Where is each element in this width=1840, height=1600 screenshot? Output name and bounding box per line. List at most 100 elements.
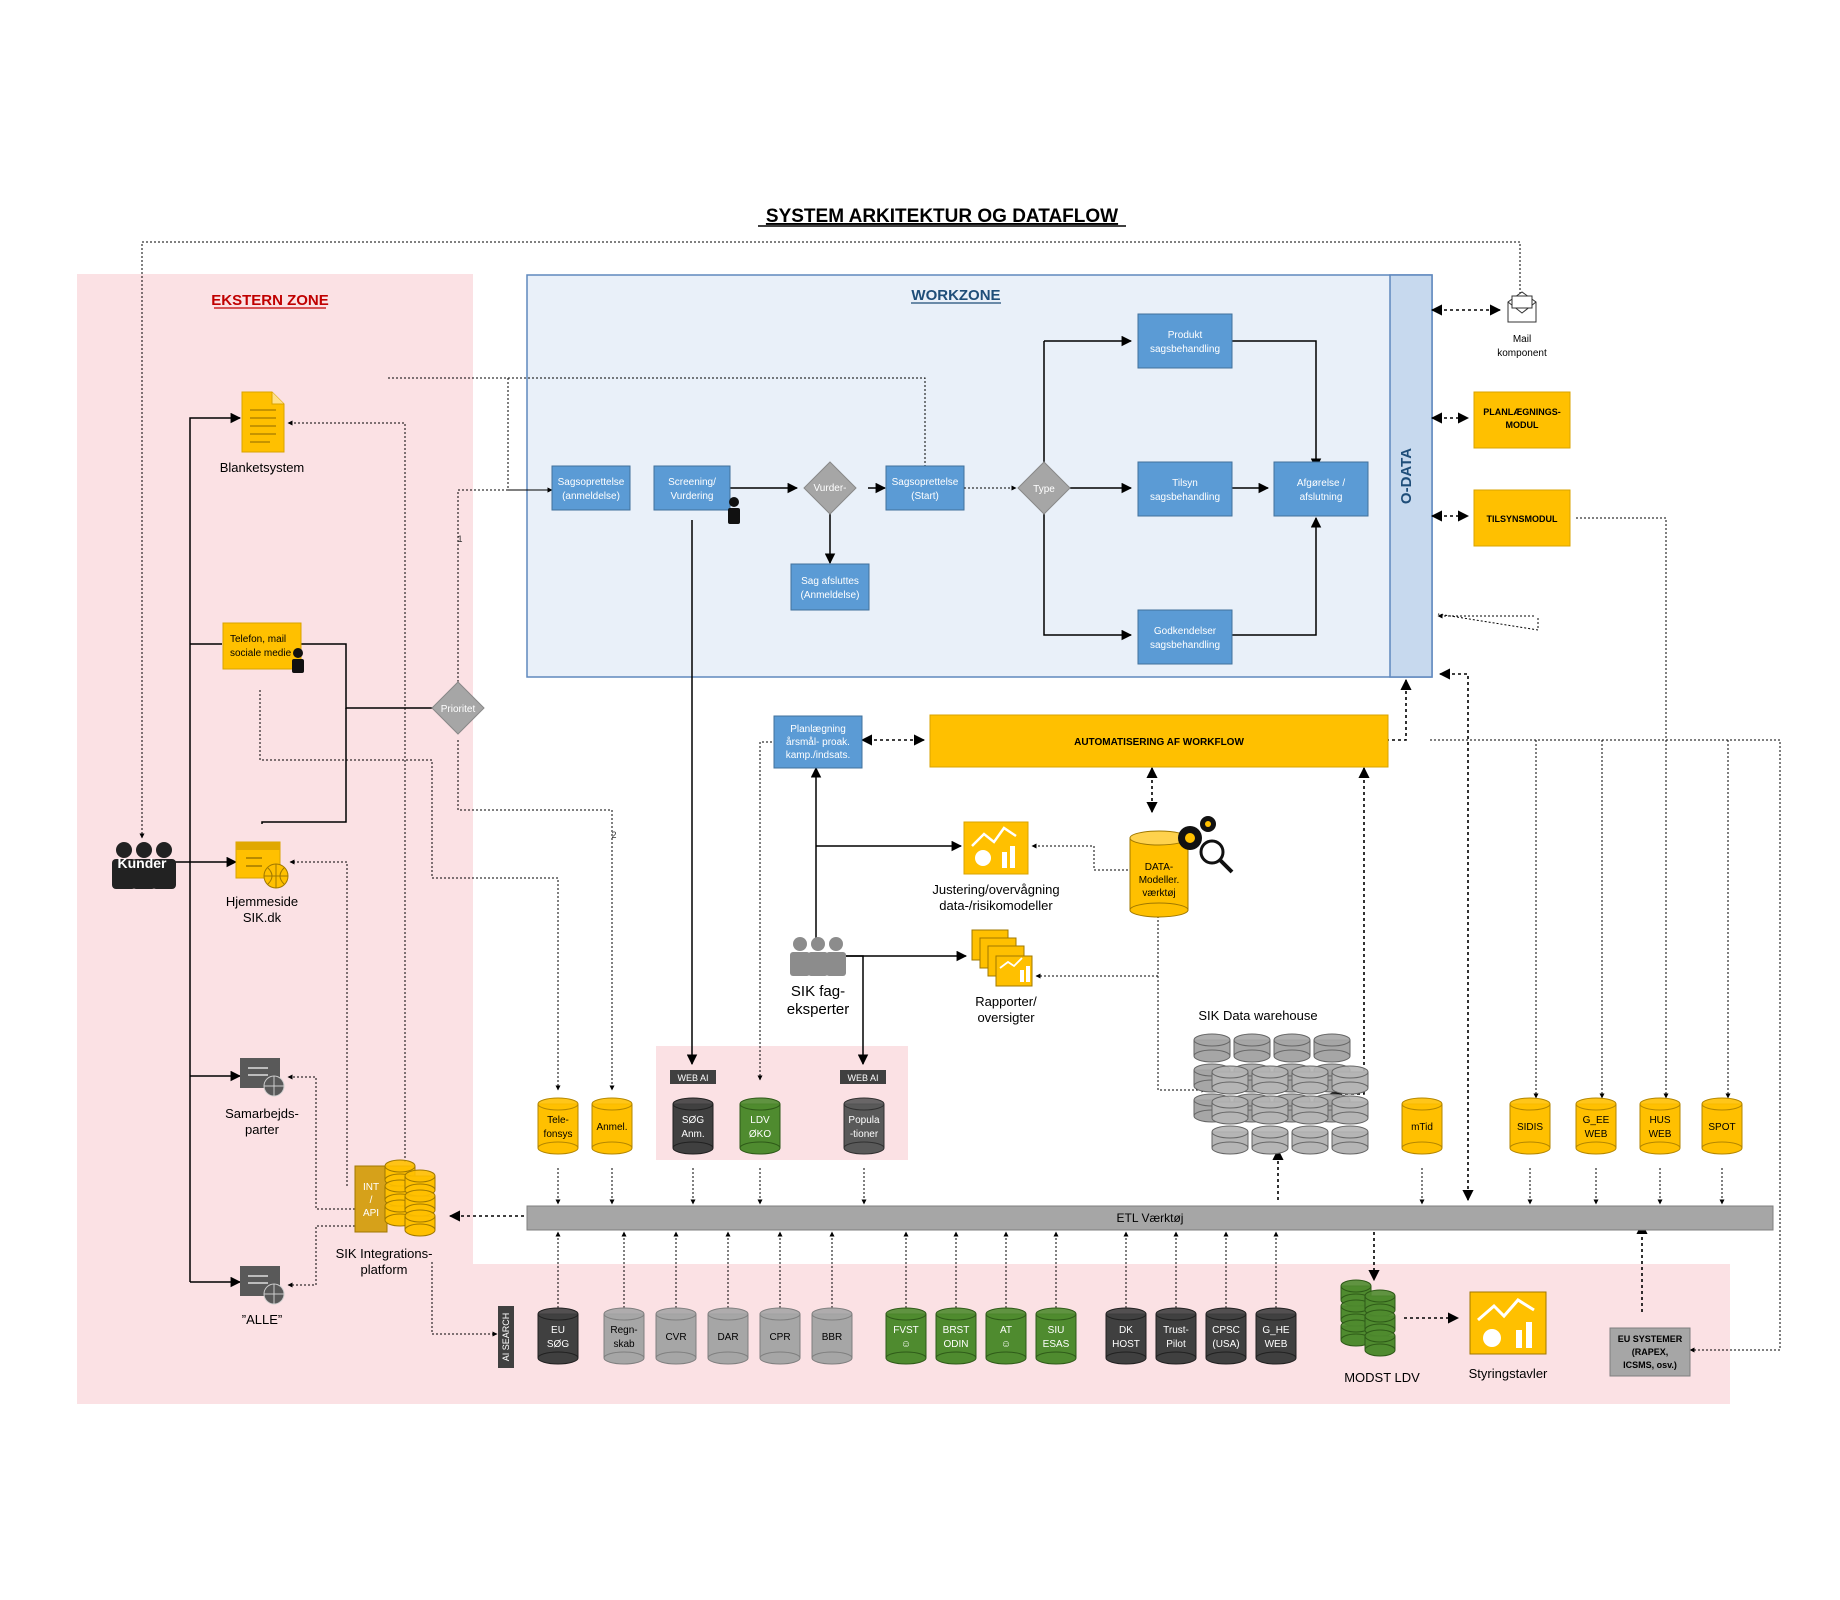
process-godkendelser[interactable]: Godkendelser sagsbehandling [1137,609,1233,665]
kunder-people-icon[interactable] [112,842,176,889]
lower-db-3[interactable]: DAR [707,1307,749,1365]
hjemmeside-icon[interactable] [235,841,289,889]
upper-db-4-label-2: -tioner [850,1129,879,1140]
lower-db-12-label-2: (USA) [1212,1339,1239,1350]
styringstavler-icon[interactable] [1469,1291,1547,1355]
kunder-label: Kunder [118,855,168,871]
int-disk [404,1209,436,1237]
vurder-decision[interactable] [803,461,857,515]
chart-dashboard-icon[interactable] [963,821,1029,875]
upper-db-8-label-1: HUS [1649,1115,1670,1126]
lower-db-6[interactable]: FVST☺ [885,1307,927,1365]
workzone-title: WORKZONE [911,287,1000,304]
planlaegning-box[interactable]: Planlægning årsmål- proak. kamp./indsats… [773,715,863,769]
blanketsystem-icon[interactable] [241,391,285,453]
mail-icon[interactable] [1507,291,1537,323]
web-ai-label-sog: WEB AI [677,1073,708,1083]
upper-db-1[interactable]: Anmel. [591,1097,633,1155]
process-sagsoprettelse-start[interactable]: Sagsoprettelse (Start) [885,465,965,511]
lower-db-7-label-2: ODIN [944,1339,969,1350]
process-sag-afsluttes[interactable]: Sag afsluttes (Anmeldelse) [790,563,870,611]
data-warehouse-icon[interactable] [1193,1033,1369,1155]
fageksperter-l1: SIK fag- [791,983,845,1000]
lower-db-5[interactable]: BBR [811,1307,853,1365]
lower-db-11[interactable]: Trust-Pilot [1155,1307,1197,1365]
modst-disk [1340,1319,1372,1347]
planlaegningsmodul-box[interactable] [1473,391,1571,449]
upper-db-5[interactable]: mTid [1401,1097,1443,1155]
lower-db-4-label-1: CPR [769,1332,790,1343]
process-produkt[interactable]: Produkt sagsbehandling [1137,313,1233,369]
lower-db-12[interactable]: CPSC(USA) [1205,1307,1247,1365]
lower-db-3-label-1: DAR [717,1332,738,1343]
eu-systemer-l3: ICSMS, osv.) [1623,1360,1677,1370]
etl-label: ETL Værktøj [1117,1211,1184,1225]
tilsyn-l2: sagsbehandling [1150,492,1220,503]
gear-search-icon [1178,816,1234,874]
dwh-label: SIK Data warehouse [1198,1008,1317,1023]
prioritet-decision[interactable] [431,681,485,735]
upper-db-9[interactable]: SPOT [1701,1097,1743,1155]
int-api-l1: INT [363,1182,379,1193]
etl-bar[interactable] [526,1205,1774,1231]
upper-db-4[interactable]: Popula-tioner [843,1097,885,1155]
samarbejd-label-1: Samarbejds- [225,1106,299,1121]
dwh-disk [1251,1065,1289,1095]
person-icon [728,497,740,524]
upper-db-6[interactable]: SIDIS [1509,1097,1551,1155]
fageksperter-people-icon[interactable] [790,937,846,976]
lower-db-9-label-1: SIU [1048,1325,1065,1336]
afsluttes-l1: Sag afsluttes [801,576,859,587]
samarbejdsparter-icon[interactable] [240,1058,285,1097]
tilsynsmodul-box[interactable] [1473,489,1571,547]
eu-systemer-box[interactable] [1609,1327,1691,1377]
styringstavler-label: Styringstavler [1469,1366,1548,1381]
int-api-l2: / [370,1195,373,1206]
upper-db-0[interactable]: Tele-fonsys [537,1097,579,1155]
rapporter-icon[interactable] [971,929,1033,987]
dwh-disk [1211,1125,1249,1155]
lower-db-1[interactable]: Regn-skab [603,1307,645,1365]
modst-ldv-label: MODST LDV [1344,1370,1420,1385]
lower-db-4[interactable]: CPR [759,1307,801,1365]
ai-search-label: AI SEARCH [501,1313,511,1362]
type-label: Type [1033,484,1055,495]
process-tilsyn[interactable]: Tilsyn sagsbehandling [1137,461,1233,517]
process-screening[interactable]: Screening/ Vurdering [653,465,731,511]
modst-ldv-icon[interactable] [1340,1279,1396,1357]
automatisering-box[interactable] [929,714,1389,768]
process-sagsoprettelse-anm[interactable]: Sagsoprettelse (anmeldelse) [551,465,631,511]
alle-icon[interactable] [240,1266,285,1305]
sagsopr-anm-l2: (anmeldelse) [562,491,620,502]
datamodeller-db-icon[interactable] [1129,830,1189,918]
produkt-l2: sagsbehandling [1150,344,1220,355]
lower-db-8[interactable]: AT☺ [985,1307,1027,1365]
ekstern-zone-title: EKSTERN ZONE [211,292,329,309]
alle-label: ”ALLE” [242,1312,282,1327]
type-decision[interactable] [1017,461,1071,515]
ai-search-box[interactable] [498,1306,514,1368]
lower-db-13-label-1: G_HE [1262,1325,1290,1336]
hjemmeside-label-1: Hjemmeside [226,894,298,909]
dwh-disk [1193,1033,1231,1063]
odata-label: O-DATA [1398,448,1415,504]
dwh-disk [1331,1065,1369,1095]
web-ai-label-pop: WEB AI [847,1073,878,1083]
integration-db-icon[interactable] [384,1159,436,1237]
int-api-box[interactable] [354,1165,388,1233]
sagsopr-anm-l1: Sagsoprettelse [558,477,625,488]
lower-db-2[interactable]: CVR [655,1307,697,1365]
telefon-box[interactable] [222,622,302,670]
process-afgorelse[interactable]: Afgørelse / afslutning [1273,461,1369,517]
